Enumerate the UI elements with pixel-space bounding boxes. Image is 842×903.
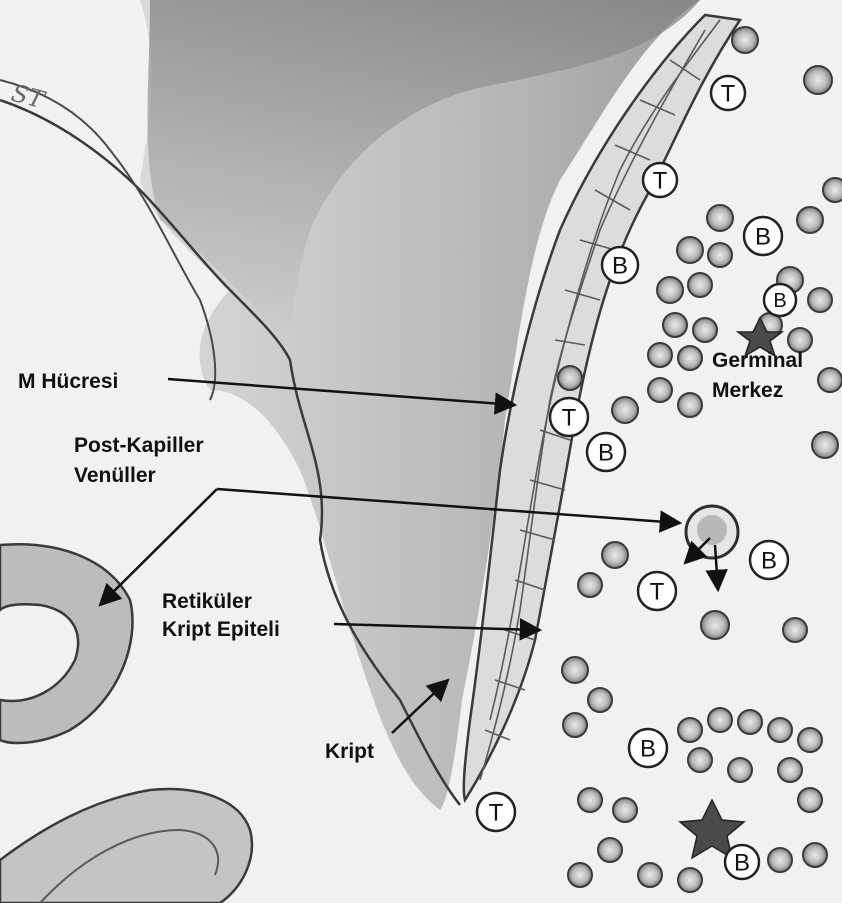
svg-text:B: B	[612, 253, 628, 280]
label-reticular-line2: Kript Epiteli	[162, 618, 280, 641]
label-post-capillary-line1: Post-Kapiller	[74, 434, 204, 457]
t-cell: T	[550, 398, 588, 436]
t-cell: T	[643, 163, 677, 197]
svg-text:B: B	[761, 548, 777, 575]
b-cell: B	[587, 433, 625, 471]
svg-text:B: B	[773, 290, 786, 312]
b-cell: B	[764, 284, 796, 316]
label-germinal-line2: Merkez	[712, 379, 783, 402]
svg-text:T: T	[562, 405, 577, 432]
svg-text:T: T	[721, 81, 736, 108]
label-reticular-line1: Retiküler	[162, 590, 252, 613]
b-cell: B	[744, 217, 782, 255]
b-cell: B	[629, 729, 667, 767]
svg-text:B: B	[755, 224, 771, 251]
svg-text:T: T	[653, 168, 668, 195]
label-m-cell: M Hücresi	[18, 370, 118, 393]
b-cell: B	[725, 845, 759, 879]
b-cell: B	[602, 247, 638, 283]
venule-lumen	[697, 515, 727, 545]
label-germinal-line1: Germinal	[712, 349, 803, 372]
svg-text:B: B	[640, 736, 656, 763]
t-cell: T	[477, 793, 515, 831]
label-crypt: Kript	[325, 740, 374, 763]
b-cell: B	[750, 541, 788, 579]
t-cell: T	[711, 76, 745, 110]
svg-text:T: T	[650, 579, 665, 606]
svg-text:B: B	[734, 850, 750, 877]
label-post-capillary-line2: Venüller	[74, 464, 156, 487]
t-cell: T	[638, 572, 676, 610]
svg-text:B: B	[598, 440, 614, 467]
svg-text:T: T	[489, 800, 504, 827]
